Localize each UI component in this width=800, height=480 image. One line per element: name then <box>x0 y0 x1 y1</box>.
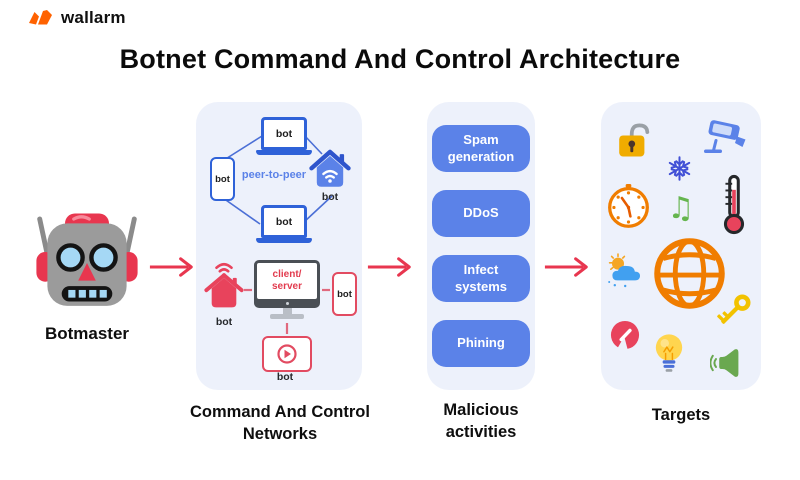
wallarm-logo-text: wallarm <box>61 8 126 27</box>
cnc-caption-line2: Networks <box>242 425 318 444</box>
wallarm-logo-icon <box>29 9 52 24</box>
bot-laptop-top: bot <box>256 117 312 155</box>
malicious-caption: Malicious activities <box>411 399 551 444</box>
client-server-line1: client/ <box>272 269 302 280</box>
snowflake-icon <box>668 156 691 181</box>
globe-icon <box>654 238 725 309</box>
monitor-frame: client/ server <box>254 260 320 308</box>
bot-phone-blue: bot <box>210 157 235 201</box>
bot-smart-home-red-label: bot <box>215 316 233 328</box>
cnc-networks-panel: bot bot peer-to-peer bot bot bot <box>196 102 362 390</box>
monitor-neck <box>282 308 292 314</box>
malicious-caption-line1: Malicious <box>443 401 519 419</box>
security-camera-icon <box>704 120 746 153</box>
speaker-icon <box>710 349 739 377</box>
robot-botmaster-icon <box>36 213 138 306</box>
laptop-base <box>256 238 312 243</box>
sun-behind-cloud-icon <box>608 253 641 288</box>
network-connection-lines <box>222 134 333 334</box>
bot-smart-home-red-icon <box>204 262 244 308</box>
clock-icon <box>608 183 649 228</box>
flow-arrow-3 <box>544 257 588 277</box>
lightbulb-icon <box>655 334 683 372</box>
flow-arrow-1 <box>149 257 193 277</box>
bot-smart-home-blue-icon <box>309 149 351 187</box>
play-icon <box>277 344 297 364</box>
activity-infect-systems: Infect systems <box>432 255 530 302</box>
activity-phining: Phining <box>432 320 530 367</box>
laptop-base <box>256 150 312 155</box>
music-note-icon: ♫ <box>667 191 695 226</box>
targets-panel: ♫ <box>601 102 761 390</box>
wallarm-logo: wallarm <box>28 8 126 28</box>
malicious-activities-panel: Spam generation DDoS Infect systems Phin… <box>427 102 535 390</box>
bot-laptop-bottom: bot <box>256 205 312 243</box>
client-server-screen: client/ server <box>257 263 317 299</box>
gauge-icon <box>610 320 640 351</box>
monitor-base <box>270 314 304 319</box>
bot-video-player-label: bot <box>276 371 294 383</box>
targets-caption: Targets <box>651 406 711 424</box>
bot-video-player-icon <box>262 336 312 372</box>
flow-arrow-2 <box>367 257 411 277</box>
peer-to-peer-label: peer-to-peer <box>241 169 307 181</box>
botmaster-label: Botmaster <box>44 324 130 343</box>
activity-spam-generation: Spam generation <box>432 125 530 172</box>
bot-laptop-bottom-label: bot <box>261 205 307 238</box>
malicious-caption-line2: activities <box>445 423 517 442</box>
client-server-monitor: client/ server <box>254 260 320 319</box>
client-server-line2: server <box>271 281 303 292</box>
key-icon <box>717 294 751 324</box>
cnc-caption-line1: Command And Control <box>190 403 370 421</box>
open-padlock-icon <box>619 123 650 157</box>
activity-ddos: DDoS <box>432 190 530 237</box>
bot-smart-home-blue-label: bot <box>321 191 339 203</box>
cnc-caption: Command And Control Networks <box>160 401 400 446</box>
bot-phone-red: bot <box>332 272 357 316</box>
thermometer-icon <box>723 174 745 235</box>
bot-laptop-top-label: bot <box>261 117 307 150</box>
page-title: Botnet Command And Control Architecture <box>119 44 681 74</box>
